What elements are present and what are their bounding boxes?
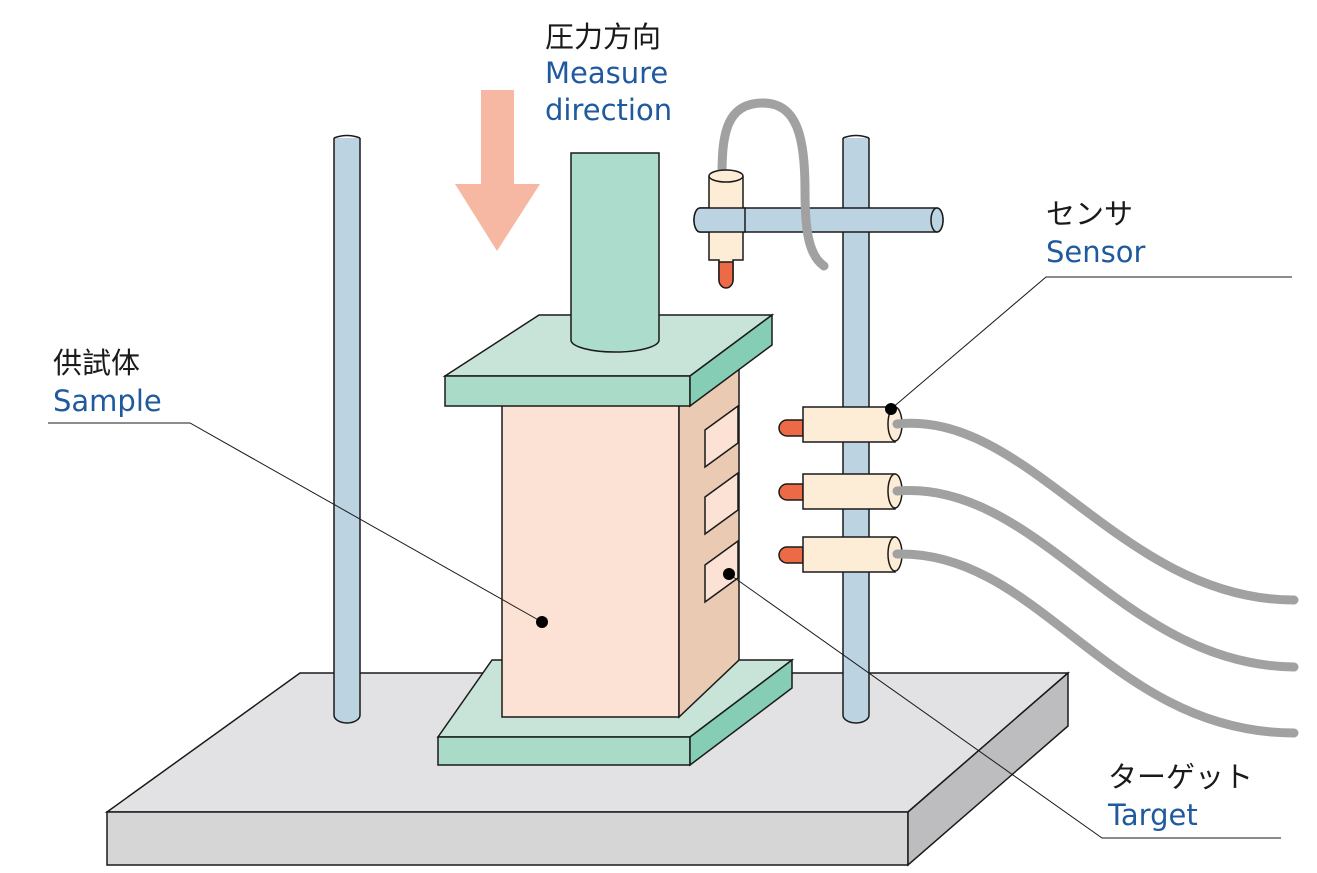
pressure-direction-label-ja: 圧力方向 xyxy=(545,20,662,54)
target-label-ja: ターゲット xyxy=(1108,760,1254,794)
target-plate-1 xyxy=(704,404,739,469)
target-plate-2 xyxy=(704,471,739,536)
side-sensor-cable-2 xyxy=(892,486,1299,672)
target-pointer-dot xyxy=(723,568,735,580)
base-plate-side xyxy=(907,671,1069,867)
side-sensor-3 xyxy=(778,536,903,573)
pressure-arrow-icon xyxy=(455,90,540,251)
target-plate-3 xyxy=(704,539,739,604)
sample-label-en: Sample xyxy=(53,384,162,418)
top-sensor-cable xyxy=(717,98,829,271)
sensor-leader-line xyxy=(890,276,1292,410)
sensor-label-en: Sensor xyxy=(1046,235,1146,269)
target-leader-line xyxy=(728,573,1281,839)
sample-pointer-dot xyxy=(536,616,548,628)
sample-front-face xyxy=(501,404,680,718)
sensor-pointer-dot xyxy=(885,403,897,415)
sample-block xyxy=(501,356,740,719)
piston xyxy=(570,152,660,353)
side-sensor-cable-1 xyxy=(892,418,1299,605)
side-sensor-2 xyxy=(778,473,903,510)
target-label-en: Target xyxy=(1108,798,1198,832)
sample-label-ja: 供試体 xyxy=(53,346,141,380)
side-sensor-cable-3 xyxy=(892,549,1299,738)
leader-lines xyxy=(48,276,1292,839)
left-pole xyxy=(333,134,361,724)
base-plate-front xyxy=(106,811,909,866)
pressure-direction-label-en-line2: direction xyxy=(545,93,673,127)
sample-leader-line xyxy=(48,422,543,623)
pressure-direction-label-en-line1: Measure xyxy=(545,56,669,90)
sensor-label-ja: センサ xyxy=(1046,197,1134,231)
side-sensor-1 xyxy=(778,406,903,443)
